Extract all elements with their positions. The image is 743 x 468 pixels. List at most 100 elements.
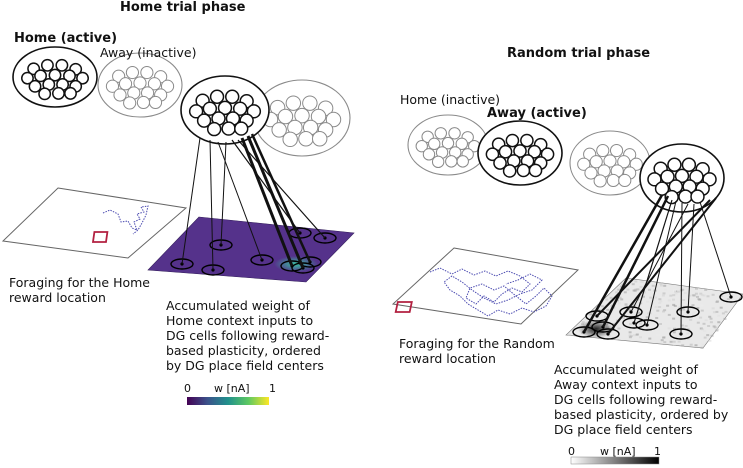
noise-speck	[715, 329, 719, 332]
neuron-circle	[34, 69, 47, 83]
neuron-circle	[123, 96, 137, 110]
neuron-circle	[48, 68, 62, 82]
noise-speck	[576, 332, 580, 335]
noise-speck	[656, 334, 660, 336]
noise-speck	[614, 338, 618, 341]
random-foraging-caption-2: reward location	[399, 351, 496, 366]
random-phase-dg-active-cluster	[639, 143, 725, 213]
noise-speck	[659, 341, 663, 344]
random-phase-home-label: Home (inactive)	[400, 92, 501, 107]
neuron-circle	[285, 95, 302, 111]
random-colorbar-max: 1	[654, 445, 661, 458]
noise-speck	[615, 291, 619, 294]
noise-speck	[630, 335, 633, 338]
noise-speck	[639, 285, 643, 288]
neuron-circle	[516, 163, 531, 178]
noise-speck	[662, 315, 666, 318]
connection-line	[596, 199, 711, 317]
neuron-circle	[505, 133, 520, 148]
neuron-circle	[271, 122, 287, 138]
random-trajectory	[429, 267, 553, 317]
noise-speck	[618, 296, 622, 299]
noise-speck	[622, 316, 626, 319]
noise-speck	[706, 334, 710, 337]
noise-speck	[702, 322, 706, 325]
noise-speck	[669, 294, 673, 297]
place-field-ellipse	[635, 319, 659, 331]
neuron-circle	[160, 79, 175, 93]
neuron-circle	[527, 144, 542, 159]
noise-speck	[567, 333, 571, 336]
noise-speck	[701, 328, 705, 331]
noise-speck	[659, 300, 663, 303]
random-reward-box	[394, 301, 413, 313]
noise-speck	[691, 304, 695, 307]
noise-speck	[648, 337, 652, 340]
random-weight-caption-1: Accumulated weight of	[554, 362, 698, 377]
connection-line	[246, 135, 305, 269]
noise-speck	[700, 304, 704, 307]
noise-speck	[677, 340, 681, 343]
noise-speck	[688, 294, 692, 297]
noise-speck	[659, 282, 663, 285]
neuron-circle	[456, 155, 469, 168]
random-phase-title: Random trial phase	[507, 46, 651, 61]
neuron-circle	[660, 169, 675, 184]
noise-speck	[662, 292, 666, 295]
noise-speck	[701, 343, 705, 346]
neuron-circle	[282, 131, 298, 148]
noise-speck	[687, 331, 691, 334]
noise-speck	[719, 295, 723, 297]
random-colorbar-unit: w [nA]	[600, 445, 636, 458]
neuron-circle	[311, 131, 328, 147]
noise-speck	[612, 323, 616, 326]
noise-speck	[674, 292, 678, 295]
noise-speck	[695, 287, 698, 290]
random-weight-caption-3: DG cells following reward-	[554, 392, 718, 407]
place-field-ellipse	[313, 232, 337, 244]
noise-speck	[719, 306, 723, 309]
random-colorbar-min: 0	[568, 445, 575, 458]
home-colorbar-min: 0	[184, 382, 191, 395]
noise-speck	[700, 309, 704, 312]
noise-speck	[698, 298, 702, 301]
neuron-circle	[596, 143, 610, 158]
neuron-circle	[118, 77, 133, 91]
noise-speck	[712, 325, 716, 328]
noise-speck	[694, 292, 698, 295]
noise-speck	[615, 325, 619, 328]
neuron-circle	[629, 157, 643, 171]
noise-speck	[706, 336, 710, 339]
home-connection-lines	[181, 133, 326, 271]
noise-speck	[649, 296, 653, 299]
noise-speck	[635, 316, 639, 318]
noise-speck	[703, 336, 707, 339]
place-field-ellipse	[622, 317, 646, 329]
home-foraging-arena	[1, 187, 188, 259]
neuron-circle	[113, 88, 127, 102]
noise-speck	[605, 298, 609, 301]
random-phase-away-cluster	[477, 120, 563, 186]
neuron-circle	[140, 65, 154, 80]
neuron-circle	[64, 86, 77, 100]
noise-speck	[619, 285, 623, 288]
noise-speck	[639, 336, 642, 339]
noise-speck	[617, 327, 621, 330]
neuron-circle	[310, 108, 327, 125]
noise-speck	[676, 290, 680, 293]
neuron-circle	[148, 95, 163, 110]
noise-speck	[679, 309, 682, 311]
noise-speck	[707, 325, 711, 327]
noise-speck	[711, 307, 715, 310]
noise-speck	[682, 299, 686, 301]
noise-speck	[715, 310, 719, 313]
neuron-circle	[493, 156, 507, 170]
noise-speck	[623, 291, 627, 294]
noise-speck	[635, 333, 639, 336]
noise-speck	[628, 336, 632, 339]
neuron-circle	[125, 65, 140, 80]
connection-line	[633, 199, 673, 324]
neuron-circle	[455, 137, 468, 151]
noise-speck	[606, 308, 610, 311]
connection-line	[680, 202, 683, 335]
